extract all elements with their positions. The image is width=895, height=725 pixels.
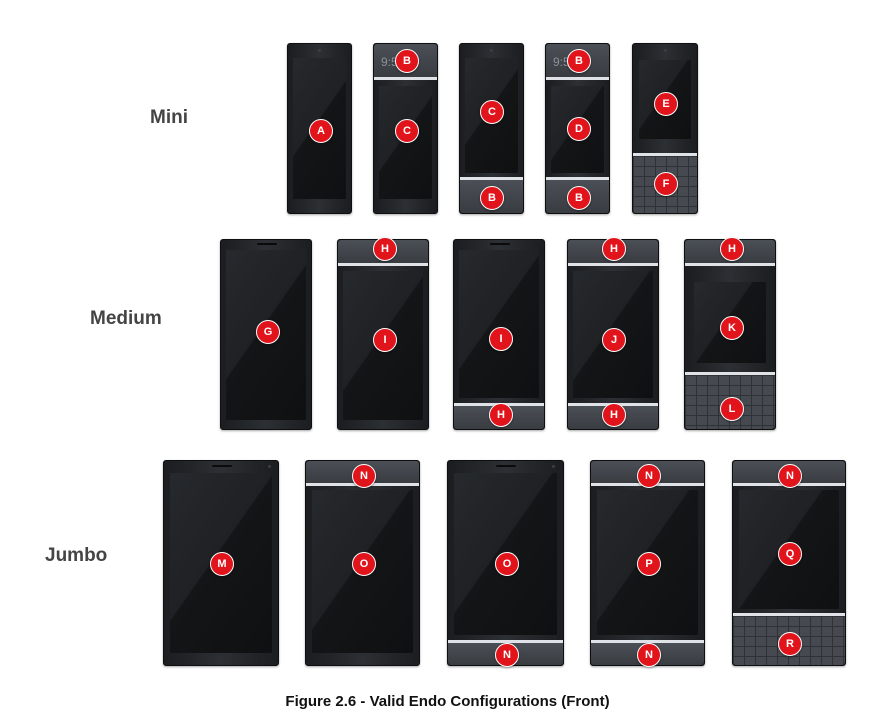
- phone-medium-2: H I: [337, 237, 429, 430]
- speaker: [490, 243, 510, 245]
- module-label-badge: C: [395, 119, 419, 143]
- module-label-badge: H: [720, 237, 744, 261]
- row-label-medium: Medium: [90, 308, 162, 329]
- phone-medium-4: H J H: [567, 237, 659, 430]
- module-label-badge: H: [373, 237, 397, 261]
- speaker: [257, 243, 277, 245]
- figure-caption: Figure 2.6 - Valid Endo Configurations (…: [285, 693, 610, 710]
- module-label-badge: F: [654, 172, 678, 196]
- phone-medium-1: G: [220, 239, 312, 430]
- phone-jumbo-4: N P N: [590, 460, 705, 667]
- module-label-badge: O: [352, 552, 376, 576]
- camera-icon: [552, 465, 555, 468]
- camera-icon: [268, 465, 271, 468]
- module-label-badge: K: [720, 316, 744, 340]
- phone-mini-1: A: [287, 43, 352, 214]
- camera-icon: [664, 49, 667, 52]
- module-label-badge: G: [256, 320, 280, 344]
- module-label-badge: N: [778, 464, 802, 488]
- module-label-badge: A: [309, 119, 333, 143]
- module-label-badge: I: [489, 327, 513, 351]
- module-label-badge: N: [352, 464, 376, 488]
- module-label-badge: P: [637, 552, 661, 576]
- module-label-badge: M: [210, 552, 234, 576]
- phone-medium-3: I H: [453, 239, 545, 430]
- speaker: [496, 465, 516, 467]
- module-label-badge: B: [395, 49, 419, 73]
- module-label-badge: L: [720, 397, 744, 421]
- module-label-badge: N: [637, 464, 661, 488]
- module-label-badge: B: [567, 49, 591, 73]
- module-label-badge: H: [602, 403, 626, 427]
- module-label-badge: O: [495, 552, 519, 576]
- phone-medium-5: H K L: [684, 237, 776, 430]
- speaker: [212, 465, 232, 467]
- phone-jumbo-2: N O: [305, 460, 420, 666]
- module-label-badge: N: [495, 643, 519, 667]
- phone-jumbo-3: O N: [447, 460, 564, 667]
- module-label-badge: I: [373, 328, 397, 352]
- phone-jumbo-5: N Q R: [732, 460, 846, 666]
- phone-mini-5: E F: [632, 43, 698, 214]
- module-label-badge: B: [480, 186, 504, 210]
- row-label-mini: Mini: [150, 107, 188, 128]
- clock-text: 9:5: [553, 55, 570, 69]
- screen: [459, 250, 539, 398]
- camera-icon: [318, 49, 321, 52]
- camera-icon: [490, 49, 493, 52]
- module-label-badge: N: [637, 643, 661, 667]
- phone-jumbo-1: M: [163, 460, 279, 666]
- module-label-badge: B: [567, 186, 591, 210]
- row-label-jumbo: Jumbo: [45, 545, 108, 566]
- module-label-badge: Q: [778, 542, 802, 566]
- phone-mini-2: 9:5 B C: [373, 43, 438, 214]
- module-label-badge: J: [602, 328, 626, 352]
- phone-mini-3: C B: [459, 43, 524, 214]
- clock-text: 9:5: [381, 55, 398, 69]
- module-label-badge: E: [654, 92, 678, 116]
- module-label-badge: C: [480, 100, 504, 124]
- module-label-badge: D: [567, 117, 591, 141]
- module-label-badge: H: [602, 237, 626, 261]
- keyboard-module: [633, 153, 697, 213]
- module-label-badge: H: [489, 403, 513, 427]
- phone-mini-4: 9:5 B D B: [545, 43, 610, 214]
- module-label-badge: R: [778, 632, 802, 656]
